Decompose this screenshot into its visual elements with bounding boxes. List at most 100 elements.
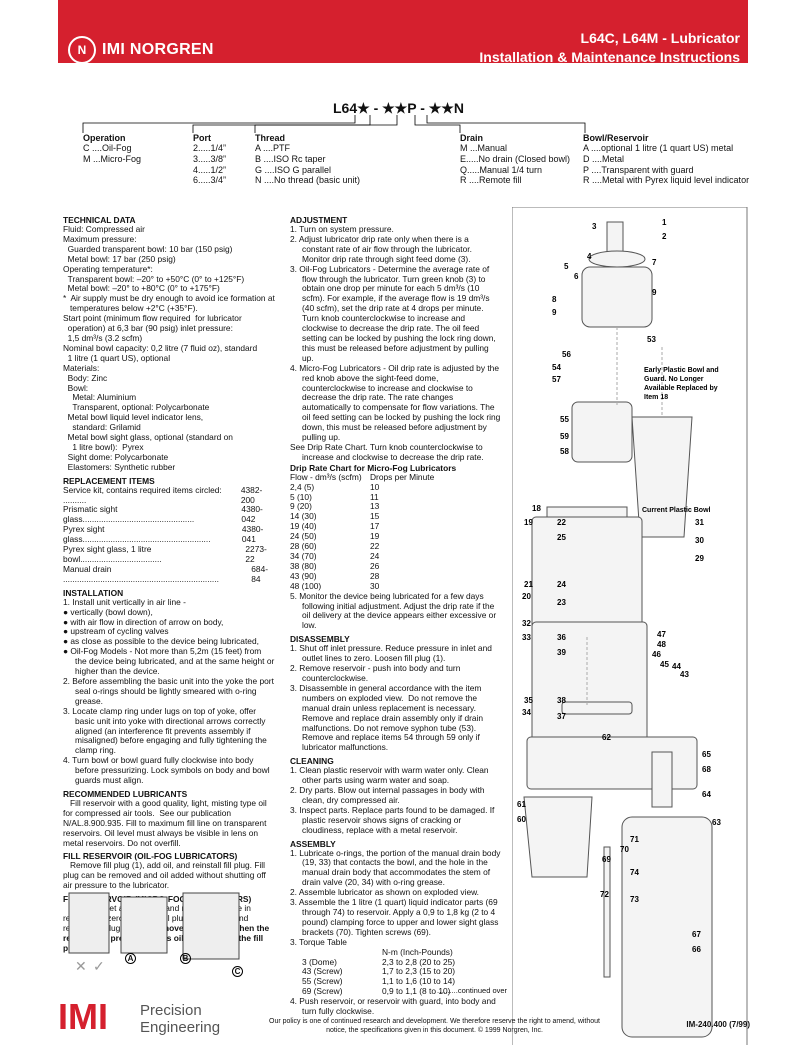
text-line: ● with air flow in direction of arrow on… xyxy=(63,616,224,627)
brand-name: IMI NORGREN xyxy=(102,41,214,58)
callout-number: 69 xyxy=(602,855,611,864)
callout-number: 57 xyxy=(552,375,561,384)
cell: 9 (20) xyxy=(290,501,312,512)
option-drain: Drain M ...Manual E.....No drain (Closed… xyxy=(460,133,570,186)
cell: 24 xyxy=(370,551,380,561)
callout-number: 45 xyxy=(660,660,669,669)
callout-number: 47 xyxy=(657,630,666,639)
callout-number: 60 xyxy=(517,815,526,824)
callout-number: 44 xyxy=(672,662,681,671)
callout-number: 34 xyxy=(522,708,531,717)
paragraph: 4. Push reservoir, or reservoir with gua… xyxy=(290,996,499,1017)
cell: 48 (100) xyxy=(290,580,322,591)
text-line: 4. Micro-Fog Lubricators - Oil drip rate… xyxy=(290,362,503,443)
text-line: ● vertically (bowl down), xyxy=(63,606,153,617)
cell: 5 (10) xyxy=(290,491,312,502)
callout-letter-b: B xyxy=(180,953,191,964)
section-title: ADJUSTMENT xyxy=(290,215,348,225)
table-row: 14 (30)15 xyxy=(290,511,502,522)
option-port: Port 2.....1/4” 3.....3/8” 4.....1/2” 6.… xyxy=(193,133,226,186)
text-line: See Drip Rate Chart. Turn knob countercl… xyxy=(290,441,486,462)
table-row: Pyrex sight glass.......................… xyxy=(63,524,275,545)
callout-number: 56 xyxy=(562,350,571,359)
text-line: standard: Grilamid xyxy=(63,422,141,433)
text-line: 1 litre bowl): Pyrex xyxy=(63,441,144,452)
cell: 24 (50) xyxy=(290,531,317,542)
text-line: Elastomers: Synthetic rubber xyxy=(63,461,176,472)
text-line: 1. Lubricate o-rings, the portion of the… xyxy=(290,847,503,888)
cell: 38 (80) xyxy=(290,560,317,571)
callout-number: 23 xyxy=(557,598,566,607)
option-item: D ....Metal xyxy=(583,153,625,164)
cell: 43 (90) xyxy=(290,570,317,581)
check-mark-icon: ✓ xyxy=(93,958,105,974)
callout-number: 1 xyxy=(662,218,667,227)
text-line: Transparent bowl: –20° to +50°C (0° to +… xyxy=(63,273,245,284)
option-item: A ....PTF xyxy=(255,143,291,153)
text-line: Body: Zinc xyxy=(63,372,108,383)
callout-number: 65 xyxy=(702,750,711,759)
policy-note: Our policy is one of continued research … xyxy=(269,1018,600,1035)
cell: 4382-200 xyxy=(240,484,263,505)
text-line: 2. Assemble lubricator as shown on explo… xyxy=(290,887,480,898)
model-code: L64★ - ★★P - ★★N xyxy=(333,100,464,116)
text-line: 3. Torque Table xyxy=(290,936,347,947)
figure-frame xyxy=(512,207,748,1045)
table-row: 2,4 (5)10 xyxy=(290,482,502,493)
option-item: G ....ISO G parallel xyxy=(255,164,332,175)
section-title: RECOMMENDED LUBRICANTS xyxy=(63,788,188,799)
cell: 1,1 to 1,6 (10 to 14) xyxy=(382,976,456,987)
header-bar: N IMI NORGREN L64C, L64M - Lubricator In… xyxy=(58,0,748,65)
cell: Flow - dm³/s (scfm) xyxy=(290,471,362,482)
text-line: * Air supply must be dry enough to avoid… xyxy=(63,293,275,304)
callout-number: 46 xyxy=(652,650,661,659)
model-code-leaders xyxy=(82,115,586,133)
text-line: 2. Remove reservoir - push into body and… xyxy=(290,663,463,683)
callout-number: 3 xyxy=(592,222,597,231)
callout-number: 22 xyxy=(557,518,566,527)
cell: 2,3 to 2,8 (20 to 25) xyxy=(382,956,456,967)
paragraph: Remove fill plug (1), add oil, and reins… xyxy=(63,860,269,891)
callout-letter-a: A xyxy=(125,953,136,964)
adjustment-steps: 1. Turn on system pressure.2. Adjust lub… xyxy=(290,224,503,463)
table-row: 55 (Screw)1,1 to 1,6 (10 to 14) xyxy=(290,976,502,987)
cell: Service kit, contains required items cir… xyxy=(63,484,222,505)
cell: 15 xyxy=(370,511,380,522)
callout-number: 73 xyxy=(630,895,639,904)
option-item: R ....Remote fill xyxy=(460,175,522,186)
cell: 4380-041 xyxy=(241,524,264,545)
table-row: 3 (Dome)2,3 to 2,8 (20 to 25) xyxy=(290,956,502,968)
option-item: M ...Micro-Fog xyxy=(83,153,142,164)
callout-number: 35 xyxy=(524,696,533,705)
table-row: 28 (60)22 xyxy=(290,541,502,552)
section-title: TECHNICAL DATA xyxy=(63,215,136,225)
callout-number: 2 xyxy=(662,232,667,241)
callout-number: 29 xyxy=(695,554,704,563)
callout-number: 9 xyxy=(652,288,657,297)
table-row: Manual drain ...........................… xyxy=(63,564,275,585)
callout-number: 70 xyxy=(620,845,629,854)
cell: 13 xyxy=(370,501,380,512)
callout-number: 8 xyxy=(552,295,557,304)
table-row: 69 (Screw)0,9 to 1,1 (8 to 10) xyxy=(290,986,502,997)
option-item: A ....optional 1 litre (1 quart US) meta… xyxy=(583,143,734,153)
callout-number: 48 xyxy=(657,640,666,649)
text-line: Metal bowl liquid level indicator lens, xyxy=(63,412,204,423)
text-line: 1,5 dm³/s (3.2 scfm) xyxy=(63,332,143,343)
cell: 4380-042 xyxy=(241,504,263,525)
cell: 43 (Screw) xyxy=(302,966,343,977)
section-title: ASSEMBLY xyxy=(290,838,336,849)
text-line: 3. Oil-Fog Lubricators - Determine the a… xyxy=(290,263,499,363)
text-line: 2. Adjust lubricator drip rate only when… xyxy=(290,233,475,264)
text-line: Maximum pressure: xyxy=(63,233,137,244)
option-item: B ....ISO Rc taper xyxy=(255,153,326,164)
continued-note: ..........continued over xyxy=(437,986,508,995)
replacement-items: Service kit, contains required items cir… xyxy=(63,484,275,585)
document-number: IM-240.400 (7/99) xyxy=(686,1020,750,1029)
section-title: REPLACEMENT ITEMS xyxy=(63,475,155,486)
section-title: CLEANING xyxy=(290,756,334,767)
cell: 0,9 to 1,1 (8 to 10) xyxy=(382,986,451,997)
